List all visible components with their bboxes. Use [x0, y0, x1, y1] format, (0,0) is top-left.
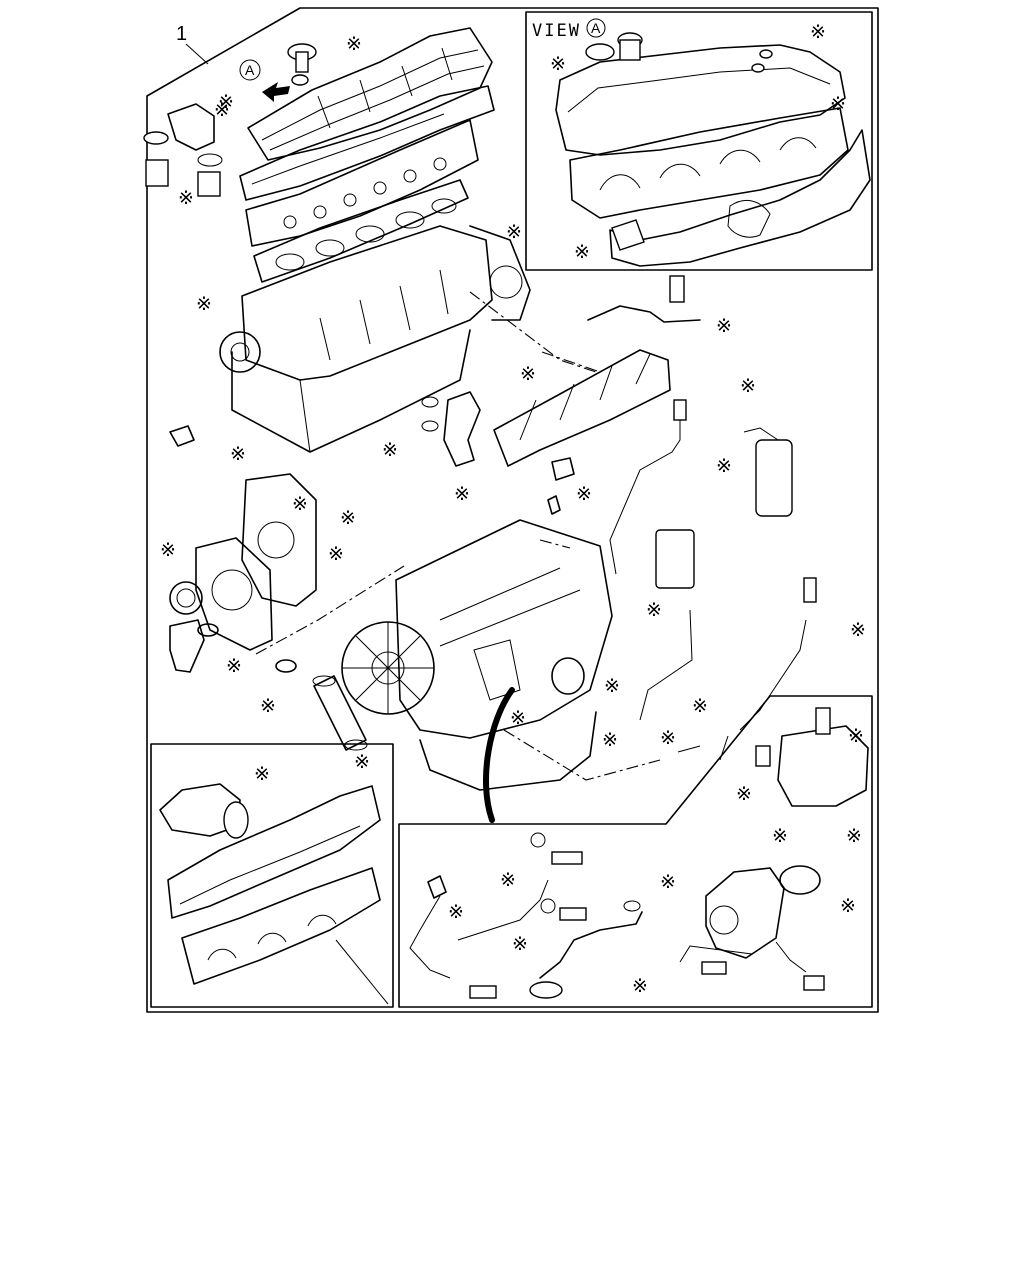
- asterisk-marker: ※: [448, 901, 464, 923]
- kit-outline-frame: [146, 7, 879, 1013]
- asterisk-marker: ※: [550, 53, 566, 75]
- asterisk-markers: ※ ※ ※ ※ ※ ※ ※ ※ ※ ※ ※ ※ ※ ※ ※ ※ ※ ※ ※ ※ …: [160, 21, 866, 997]
- asterisk-marker: ※: [196, 293, 212, 315]
- asterisk-marker: ※: [178, 187, 194, 209]
- asterisk-marker: ※: [354, 751, 370, 773]
- water-inlet-pipe: [169, 619, 368, 751]
- thermostat-1: [145, 159, 169, 187]
- asterisk-marker: ※: [660, 871, 676, 893]
- asterisk-marker: ※: [260, 695, 276, 717]
- asterisk-marker: ※: [632, 975, 648, 997]
- thermostat-housing: [143, 103, 223, 197]
- head-cover-gasket: [239, 85, 495, 201]
- asterisk-marker: ※: [340, 507, 356, 529]
- asterisk-marker: ※: [214, 99, 230, 121]
- callout-1: 1: [176, 23, 209, 65]
- air-compressor: [705, 867, 785, 959]
- asterisk-marker: ※: [716, 315, 732, 337]
- view-a-rocker-cover: [555, 32, 871, 267]
- asterisk-marker: ※: [736, 783, 752, 805]
- oil-strainer: [529, 981, 563, 999]
- crank-pulley: [219, 331, 261, 373]
- asterisk-marker: ※: [846, 825, 862, 847]
- asterisk-marker: ※: [346, 33, 362, 55]
- asterisk-marker: ※: [602, 729, 618, 751]
- fuel-injection-lines: [547, 275, 793, 589]
- front-oil-seal: [169, 581, 203, 615]
- asterisk-marker: ※: [230, 443, 246, 465]
- asterisk-marker: ※: [254, 763, 270, 785]
- asterisk-marker: ※: [716, 455, 732, 477]
- view-a-arrow: A: [239, 59, 290, 102]
- marker-a: A: [245, 62, 255, 78]
- asterisk-marker: ※: [454, 483, 470, 505]
- lower-right-inset: [398, 695, 873, 1008]
- asterisk-marker: ※: [660, 727, 676, 749]
- thermostat-2: [197, 171, 221, 197]
- asterisk-marker: ※: [520, 363, 536, 385]
- asterisk-marker: ※: [848, 725, 864, 747]
- asterisk-marker: ※: [692, 695, 708, 717]
- asterisk-marker: ※: [292, 493, 308, 515]
- view-label: VIEW: [532, 21, 581, 41]
- oil-filter: [755, 439, 793, 517]
- asterisk-marker: ※: [506, 221, 522, 243]
- asterisk-marker: ※: [772, 825, 788, 847]
- asterisk-marker: ※: [740, 375, 756, 397]
- asterisk-marker: ※: [382, 439, 398, 461]
- asterisk-marker: ※: [500, 869, 516, 891]
- asterisk-marker: ※: [576, 483, 592, 505]
- inset-pointer-curve: [483, 687, 515, 823]
- asterisk-marker: ※: [810, 21, 826, 43]
- asterisk-marker: ※: [850, 619, 866, 641]
- asterisk-marker: ※: [830, 93, 846, 115]
- asterisk-marker: ※: [646, 599, 662, 621]
- asterisk-marker: ※: [510, 707, 526, 729]
- fuel-filter: [655, 529, 695, 589]
- asterisk-marker: ※: [160, 539, 176, 561]
- view-marker: A: [591, 20, 601, 36]
- water-outlet-pipe: [169, 391, 481, 467]
- asterisk-marker: ※: [574, 241, 590, 263]
- exhaust-manifold-gasket: [493, 349, 671, 467]
- lower-left-inset: [150, 743, 394, 1008]
- cylinder-head-gasket: [253, 179, 469, 283]
- bolt-b: [559, 907, 587, 921]
- cylinder-head-cover: [247, 27, 493, 161]
- callout-number: 1: [176, 23, 187, 45]
- bolt-a: [551, 851, 583, 865]
- dashed-leader-lines: [255, 291, 661, 781]
- engine-assembly: [341, 519, 613, 791]
- front-cover-plates: [169, 473, 317, 651]
- asterisk-marker: ※: [840, 895, 856, 917]
- bolt-c: [469, 985, 497, 999]
- cylinder-block: [219, 225, 531, 453]
- asterisk-marker: ※: [604, 675, 620, 697]
- asterisk-marker: ※: [226, 655, 242, 677]
- view-marker-circle: [586, 18, 606, 38]
- cylinder-head: [245, 119, 479, 247]
- asterisk-marker: ※: [218, 91, 234, 113]
- asterisk-marker: ※: [328, 543, 344, 565]
- asterisk-marker: ※: [512, 933, 528, 955]
- view-a-inset: VIEW A: [525, 11, 873, 271]
